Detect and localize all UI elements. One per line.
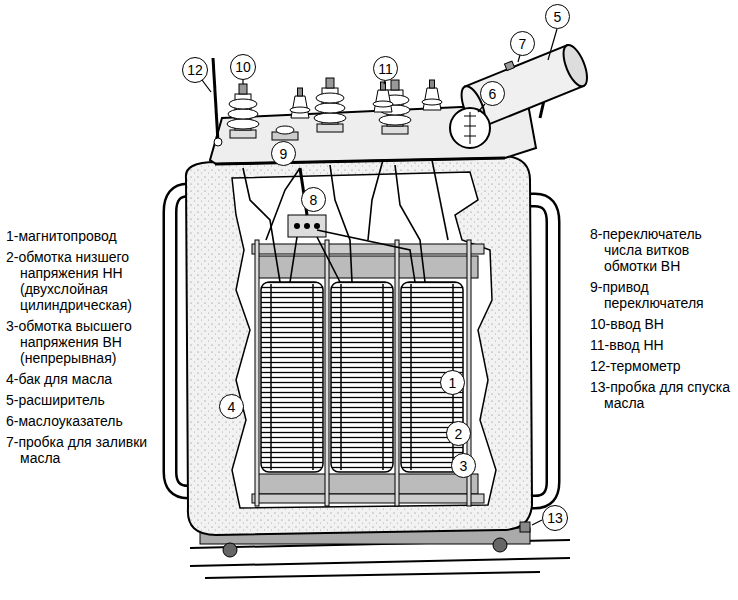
part-label: 10-ввод ВН [590,316,734,332]
callout-circle: 12 [182,57,208,83]
callout-circle: 7 [510,31,535,56]
part-label: 8-переключатель числа витков обмотки ВН [590,226,734,274]
callout-circle: 11 [373,56,398,81]
callout-number: 12 [187,63,203,77]
callout-number: 4 [228,400,236,414]
callout-circle: 9 [271,141,296,166]
callout-circle: 2 [446,421,471,446]
part-label: 4-бак для масла [6,371,158,387]
callout-number: 2 [455,427,463,441]
callout-number: 5 [554,10,562,24]
callout-number: 6 [489,87,497,101]
callout-number: 7 [519,37,527,51]
callout-number: 1 [449,376,457,390]
callout-circle: 8 [301,187,326,212]
legend-column: 8-переключатель числа витков обмотки ВН 9… [590,226,734,416]
part-label: 9-привод переключателя [590,279,734,311]
callout-circle: 6 [480,81,505,106]
part-label: 7-пробка для заливки масла [6,434,158,466]
callout-circle: 10 [230,54,256,80]
part-label: 1-магнитопровод [6,228,158,244]
callout-number: 3 [460,459,468,473]
callout-number: 11 [378,62,393,76]
callout-number: 9 [280,147,288,161]
callout-number: 13 [547,511,563,525]
callout-circle: 13 [542,505,568,531]
part-label: 3-обмотка высшего напряжения ВН (непреры… [6,318,158,366]
part-label: 11-ввод НН [590,337,734,353]
part-label: 6-маслоуказатель [6,413,158,429]
legend-column: 1-магнитопровод 2-обмотка низшего напряже… [6,228,158,471]
part-label: 5-расширитель [6,392,158,408]
part-label: 12-термометр [590,358,734,374]
callout-circle: 3 [451,453,476,478]
callout-number: 10 [235,60,251,74]
part-label: 2-обмотка низшего напряжения НН (двухсло… [6,249,158,313]
part-label: 13-пробка для спуска масла [590,379,734,411]
callout-number: 8 [310,193,318,207]
callout-circle: 5 [545,4,570,29]
callout-circle: 1 [440,370,465,395]
callout-circle: 4 [219,394,244,419]
